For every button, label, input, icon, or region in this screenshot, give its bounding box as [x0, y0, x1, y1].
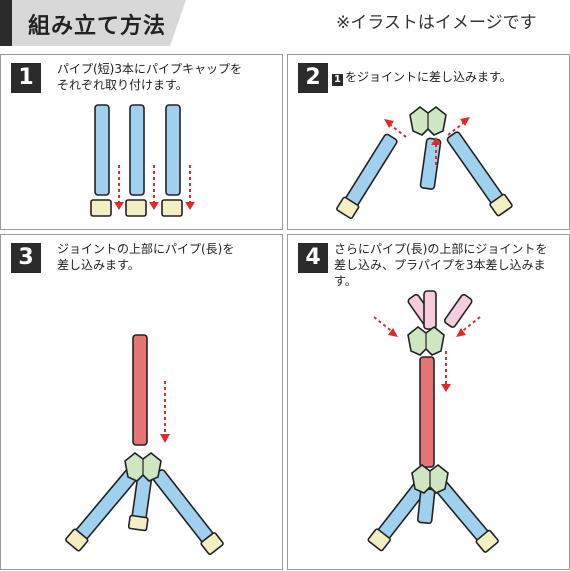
short-pipe — [94, 104, 110, 196]
pipe-cap — [200, 532, 224, 555]
pipe-cap — [161, 199, 183, 217]
step-number: 2 — [298, 63, 328, 93]
short-pipe — [151, 469, 214, 544]
pipe-cap — [125, 199, 147, 217]
insert-arrow — [447, 120, 467, 136]
insert-arrow — [459, 316, 481, 334]
step-number: 3 — [11, 243, 41, 273]
illustration-note: ※イラストはイメージです — [336, 13, 537, 33]
pipe-cap — [475, 529, 499, 553]
step-1-panel: 1 パイプ(短)3本にパイプキャップを それぞれ取り付けます。 — [0, 54, 283, 230]
instruction-line: す。 — [334, 274, 357, 288]
instruction-line: パイプ(短)3本にパイプキャップを — [57, 62, 242, 76]
pipe-cap — [127, 514, 149, 532]
plastic-pipe — [443, 293, 473, 328]
short-pipe — [75, 468, 138, 540]
step-number: 4 — [298, 243, 328, 273]
step-instructions: ジョイントの上部にパイプ(長)を 差し込みます。 — [57, 241, 234, 273]
insert-arrow — [373, 316, 395, 334]
pipe-cap — [65, 528, 89, 552]
instruction-line: ジョイントの上部にパイプ(長)を — [57, 242, 235, 256]
page-title: 組み立て方法 — [28, 14, 167, 39]
short-pipe — [129, 104, 145, 196]
step-4-panel: 4 さらにパイプ(長)の上部にジョイントを 差し込み、プラパイプを3本差し込みま… — [287, 234, 570, 570]
header-tab-shape — [0, 0, 186, 46]
long-pipe — [419, 356, 435, 468]
instruction-line: それぞれ取り付けます。 — [57, 78, 188, 92]
step-3-illustration — [65, 334, 224, 555]
insert-arrow — [387, 122, 407, 138]
header-tab: 組み立て方法 — [0, 0, 186, 46]
long-pipe — [132, 334, 148, 446]
step-3-panel: 3 ジョイントの上部にパイプ(長)を 差し込みます。 — [0, 234, 283, 570]
pipe-cap — [336, 196, 360, 219]
instruction-text: をジョイントに差し込みます。 — [345, 70, 512, 84]
pipe-cap — [367, 528, 391, 552]
instruction-line: 差し込み、プラパイプを3本差し込みま — [334, 258, 546, 272]
step-instructions: さらにパイプ(長)の上部にジョイントを 差し込み、プラパイプを3本差し込みま す… — [334, 241, 547, 289]
short-pipe — [165, 104, 181, 196]
pipe-cap — [90, 199, 112, 217]
step-instructions: パイプ(短)3本にパイプキャップを それぞれ取り付けます。 — [57, 61, 242, 93]
step-4-illustration — [367, 290, 499, 553]
pipe-cap — [489, 193, 513, 217]
short-pipe — [416, 487, 436, 525]
step-reference-badge: 1 — [332, 74, 343, 86]
step-2-illustration — [336, 105, 513, 219]
instruction-line: さらにパイプ(長)の上部にジョイントを — [334, 242, 548, 256]
short-pipe — [446, 131, 504, 205]
plastic-pipe — [423, 290, 437, 330]
step-1-illustration — [90, 104, 195, 217]
step-number: 1 — [11, 63, 41, 93]
short-pipe — [345, 133, 398, 207]
short-pipe — [419, 137, 442, 190]
instruction-line: 差し込みます。 — [57, 258, 140, 272]
